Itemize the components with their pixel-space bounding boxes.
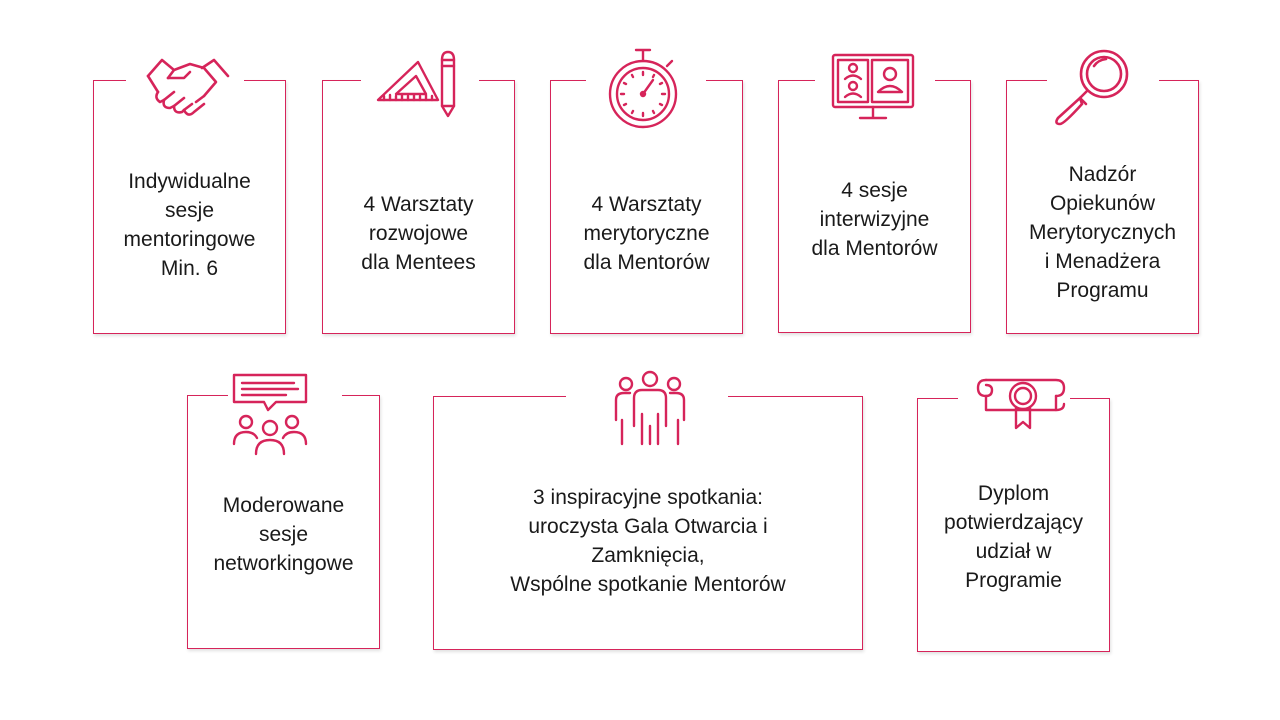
- video-call-icon: [830, 52, 916, 124]
- card-text: Dyplom potwierdzający udział w Programie: [944, 482, 1083, 592]
- card-text: 4 Warsztaty rozwojowe dla Mentees: [361, 193, 476, 274]
- card-intervision: 4 sesje interwizyjne dla Mentorów: [778, 78, 971, 333]
- card-workshops-mentors: 4 Warsztaty merytoryczne dla Mentorów: [550, 78, 743, 334]
- stopwatch-icon: [605, 46, 681, 134]
- card-inspiration: 3 inspiracyjne spotkania: uroczysta Gala…: [433, 394, 863, 650]
- diploma-icon: [974, 374, 1068, 432]
- handshake-icon: [144, 56, 232, 122]
- card-diploma: Dyplom potwierdzający udział w Programie: [917, 396, 1110, 652]
- card-text: Moderowane sesje networkingowe: [213, 494, 354, 575]
- card-workshops-mentees: 4 Warsztaty rozwojowe dla Mentees: [322, 78, 515, 334]
- card-text: Indywidualne sesje mentoringowe Min. 6: [123, 170, 256, 280]
- card-supervision: Nadzór Opiekunów Merytorycznych i Menadż…: [1006, 78, 1199, 334]
- ruler-pencil-icon: [372, 48, 464, 120]
- group-chat-icon: [230, 372, 310, 456]
- card-text: Nadzór Opiekunów Merytorycznych i Menadż…: [1028, 163, 1177, 302]
- card-text: 4 Warsztaty merytoryczne dla Mentorów: [583, 193, 710, 274]
- magnifier-icon: [1050, 46, 1134, 126]
- card-mentoring: Indywidualne sesje mentoringowe Min. 6: [93, 78, 286, 334]
- card-text: 4 sesje interwizyjne dla Mentorów: [811, 179, 938, 260]
- people-group-icon: [612, 370, 688, 446]
- card-text: 3 inspiracyjne spotkania: uroczysta Gala…: [510, 486, 786, 596]
